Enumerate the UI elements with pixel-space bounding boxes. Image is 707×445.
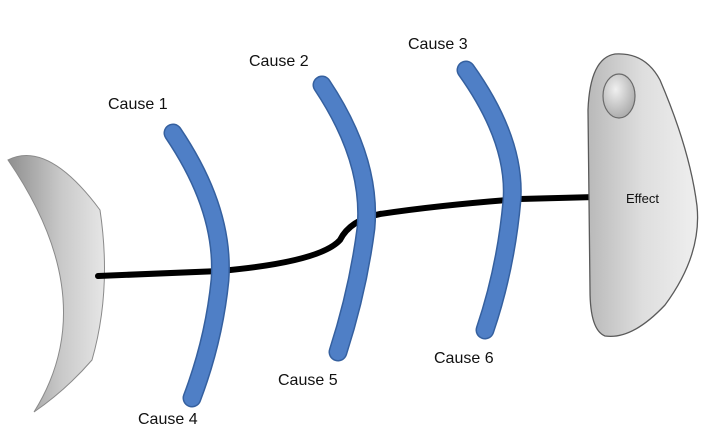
cause-bone-1-4-fill: [165, 125, 229, 406]
cause-label-3: Cause 3: [408, 36, 468, 53]
fish-head: [587, 53, 699, 338]
fish-spine: [95, 194, 599, 279]
cause-bones: [163, 60, 522, 408]
cause-bone-2-5-fill: [314, 77, 375, 360]
fish-eye: [602, 73, 636, 119]
cause-bone-3-6-fill: [458, 62, 521, 338]
effect-label: Effect: [626, 191, 659, 206]
fish-tail: [7, 155, 105, 413]
cause-label-2: Cause 2: [249, 53, 309, 70]
cause-label-6: Cause 6: [434, 350, 494, 367]
cause-label-1: Cause 1: [108, 96, 168, 113]
cause-label-5: Cause 5: [278, 372, 338, 389]
cause-label-4: Cause 4: [138, 411, 198, 428]
